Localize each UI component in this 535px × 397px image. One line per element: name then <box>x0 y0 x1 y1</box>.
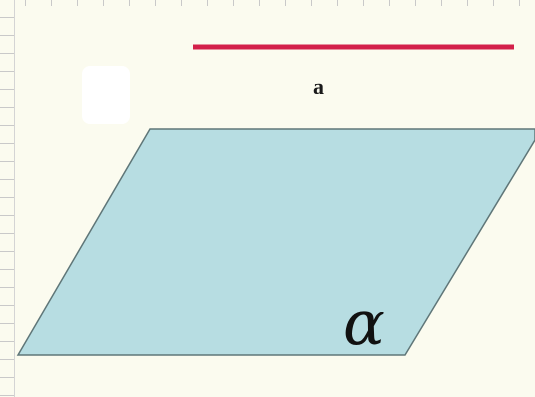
plane-alpha <box>16 128 535 356</box>
highlight-patch <box>82 66 130 124</box>
grid-ruler-left <box>0 0 15 397</box>
line-a-label: a <box>313 74 324 99</box>
plane-alpha-label: α <box>343 286 385 359</box>
grid-ruler-top <box>0 0 535 6</box>
